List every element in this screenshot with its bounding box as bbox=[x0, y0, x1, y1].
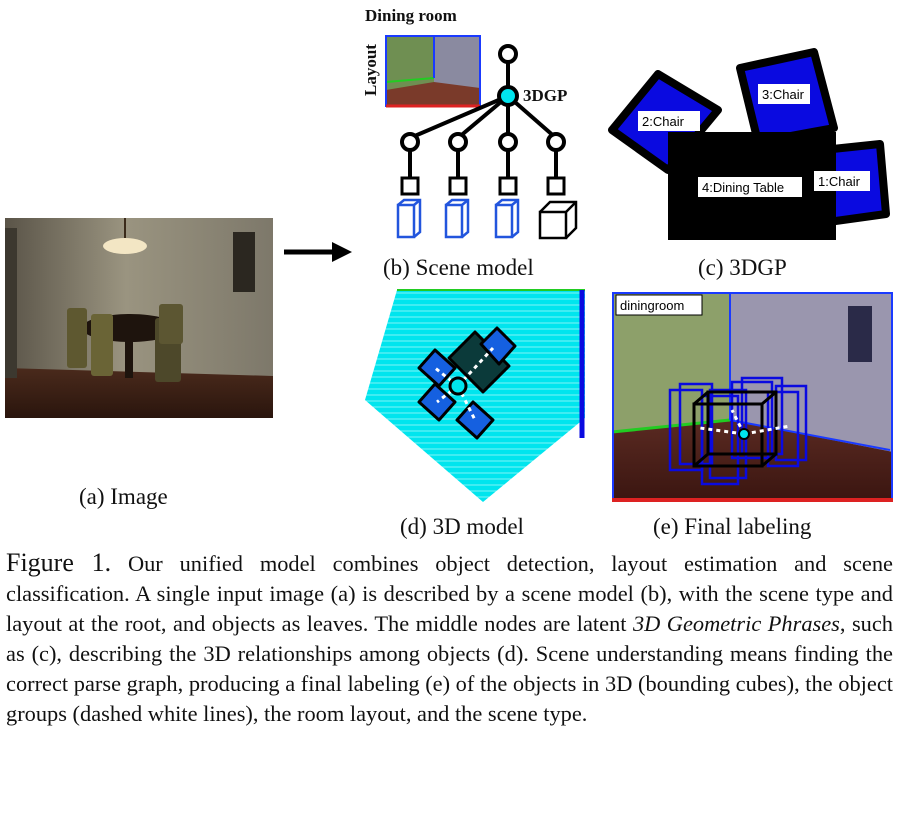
chair-2-label: 2:Chair bbox=[642, 114, 685, 129]
panel-b-label: (b) Scene model bbox=[383, 255, 534, 280]
3d-model-diagram bbox=[365, 289, 585, 502]
panel-a-label: (a) Image bbox=[79, 484, 168, 509]
panel-d-label: (d) 3D model bbox=[400, 514, 524, 539]
chair-2-box: 2:Chair bbox=[608, 70, 722, 174]
scene-model-graph bbox=[385, 35, 578, 240]
3dgp-diagram: 2:Chair 3:Chair 4:Dining Table 1:Chair bbox=[608, 48, 890, 240]
root-label: 3DGP bbox=[523, 86, 568, 105]
panel-c-label: (c) 3DGP bbox=[698, 255, 787, 280]
right-arrow-icon bbox=[284, 242, 352, 262]
caption-text-1: Our unified model combines object detect… bbox=[6, 551, 893, 636]
layout-thumbnail bbox=[385, 35, 481, 108]
dining-room-photo bbox=[5, 218, 273, 418]
figure-caption: Figure 1. Our unified model combines obj… bbox=[6, 548, 893, 729]
figure-number: Figure 1. bbox=[6, 548, 112, 577]
table-label: 4:Dining Table bbox=[702, 180, 784, 195]
layout-label: Layout bbox=[360, 44, 380, 96]
chair-3-label: 3:Chair bbox=[762, 87, 805, 102]
caption-emphasis: 3D Geometric Phrases bbox=[632, 611, 840, 636]
dining-table-box: 4:Dining Table bbox=[668, 132, 836, 240]
caption-text-2: , such as (c), describing the 3D relatio… bbox=[6, 611, 893, 726]
panel-e-label: (e) Final labeling bbox=[653, 514, 812, 539]
scene-type-tag: diningroom bbox=[620, 298, 684, 313]
chair-1-label: 1:Chair bbox=[818, 174, 861, 189]
final-labeling-image: diningroom bbox=[612, 292, 893, 502]
scene-title: Dining room bbox=[365, 6, 457, 25]
chair-3-box: 3:Chair bbox=[736, 48, 838, 146]
